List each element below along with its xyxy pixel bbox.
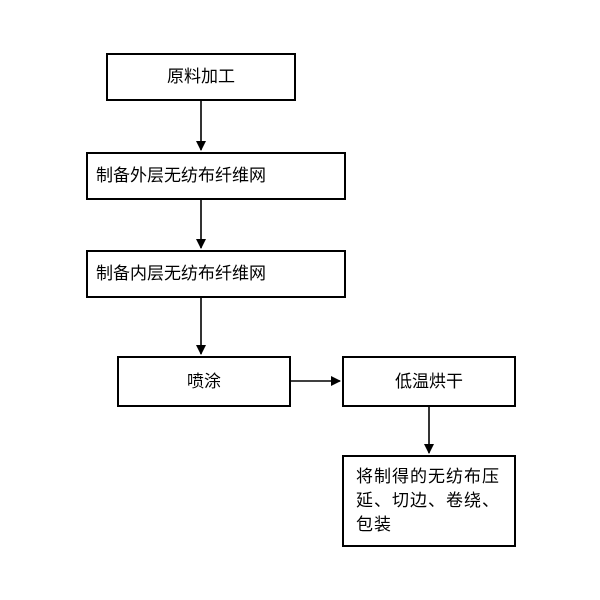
step-label: 将制得的无纺布压延、切边、卷绕、包装 — [356, 467, 500, 535]
step-label: 原料加工 — [167, 67, 235, 87]
step-spraying: 喷涂 — [117, 356, 291, 407]
step-raw-material-processing: 原料加工 — [106, 53, 296, 101]
step-low-temp-drying: 低温烘干 — [342, 356, 516, 407]
step-label: 制备外层无纺布纤维网 — [96, 166, 266, 186]
step-calender-cut-wind-pack: 将制得的无纺布压延、切边、卷绕、包装 — [342, 455, 516, 547]
step-label: 喷涂 — [187, 372, 221, 392]
step-label: 制备内层无纺布纤维网 — [96, 264, 266, 284]
step-outer-nonwoven-web: 制备外层无纺布纤维网 — [86, 152, 346, 200]
step-label: 低温烘干 — [395, 372, 463, 392]
step-inner-nonwoven-web: 制备内层无纺布纤维网 — [86, 250, 346, 298]
